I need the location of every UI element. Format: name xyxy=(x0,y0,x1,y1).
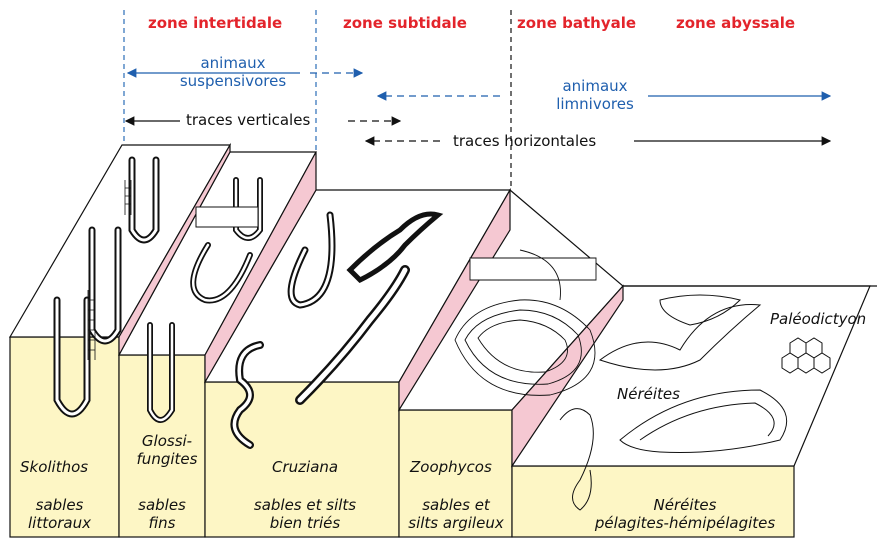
zone-abyssal-label: zone abyssale xyxy=(676,14,795,32)
zone-bathyal-label: zone bathyale xyxy=(517,14,636,32)
zoophycos-label: Zoophycos xyxy=(410,458,492,476)
glossifungites-sediment: sables fins xyxy=(132,496,192,532)
nereites-trace-label: Néréites xyxy=(617,385,680,403)
nereites-sediment: Néréites pélagites-hémipélagites xyxy=(585,496,785,532)
paleodictyon-label: Paléodictyon xyxy=(770,310,866,328)
glossifungites-label: Glossi- fungites xyxy=(132,432,202,468)
vertical-traces-label: traces verticales xyxy=(186,111,310,129)
cruziana-label: Cruziana xyxy=(272,458,338,476)
limnivores-label: animaux limnivores xyxy=(540,77,650,113)
zoophycos-sediment: sables et silts argileux xyxy=(400,496,512,532)
horizontal-traces-label: traces horizontales xyxy=(453,132,596,150)
glossifungites-cut-block xyxy=(196,207,258,227)
zone-intertidal-label: zone intertidale xyxy=(148,14,282,32)
suspensivores-label: animaux suspensivores xyxy=(168,54,298,90)
skolithos-sediment: sables littoraux xyxy=(22,496,97,532)
cruziana-sediment: sables et silts bien triés xyxy=(245,496,365,532)
skolithos-label: Skolithos xyxy=(20,458,88,476)
zone-subtidal-label: zone subtidale xyxy=(343,14,467,32)
